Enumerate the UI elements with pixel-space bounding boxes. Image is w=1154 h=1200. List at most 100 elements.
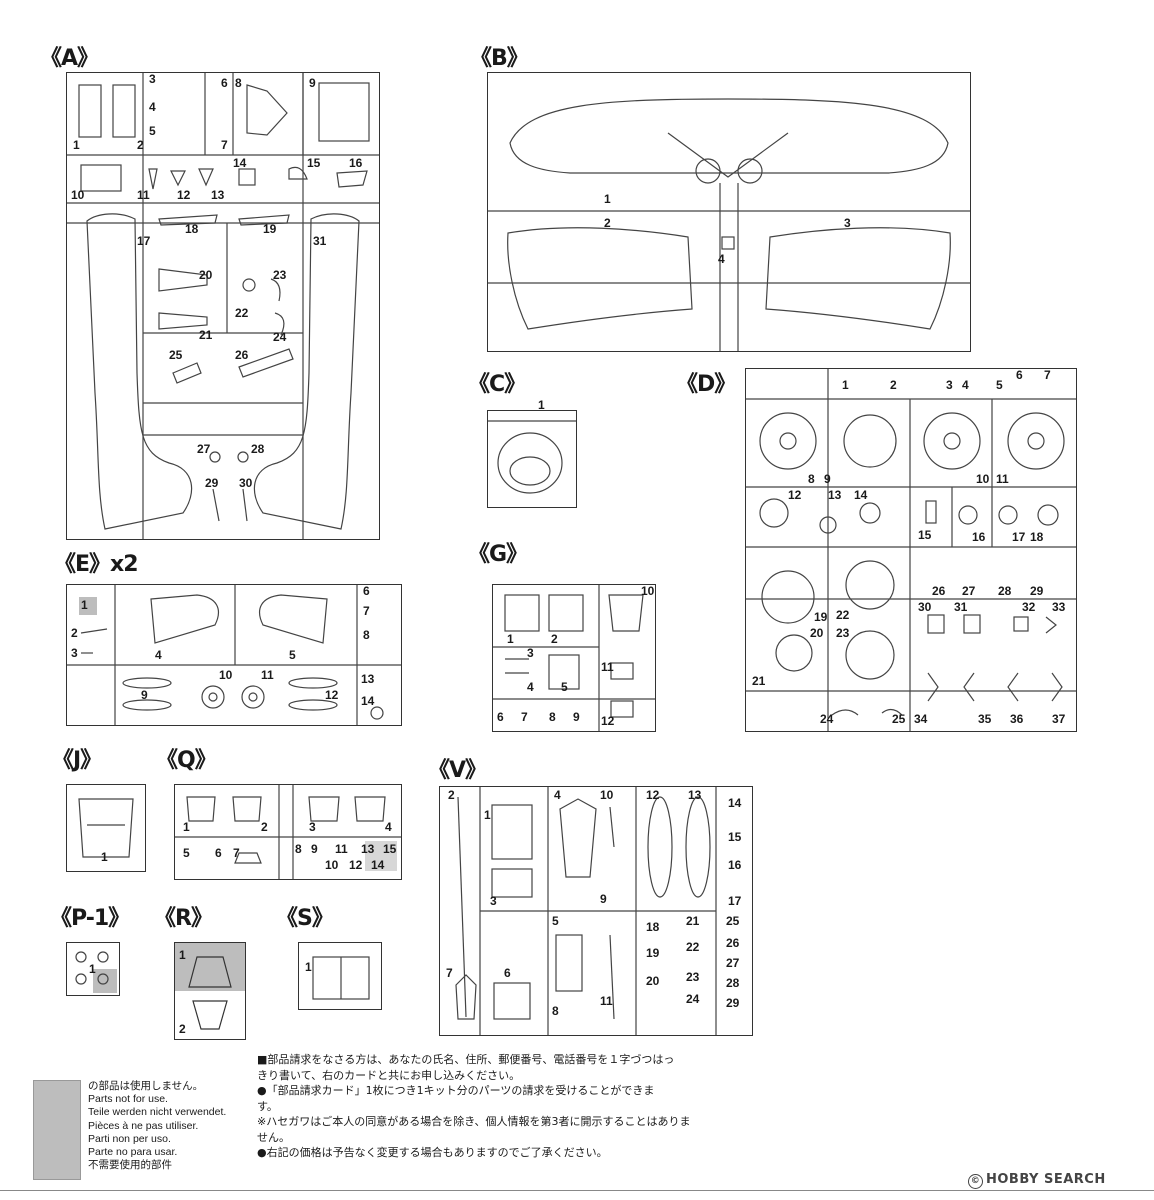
part-number: 2 — [604, 216, 611, 230]
legend-zh: 不需要使用的部件 — [88, 1159, 172, 1172]
section-title-s: 《S》 — [276, 906, 334, 931]
section-title-p1: 《P-1》 — [50, 906, 130, 931]
part-number: 13 — [211, 188, 225, 202]
part-number: 10 — [976, 472, 990, 486]
part-number: 23 — [686, 970, 700, 984]
part-number: 22 — [235, 306, 249, 320]
part-number: 8 — [295, 842, 302, 856]
part-number: 8 — [808, 472, 815, 486]
legend-it: Parti non per uso. — [88, 1132, 171, 1145]
part-number: 2 — [551, 632, 558, 646]
part-number: 11 — [137, 188, 150, 202]
part-number: 26 — [726, 936, 740, 950]
part-number: 12 — [325, 688, 339, 702]
note-line: せん。 — [257, 1130, 290, 1144]
part-number: 4 — [554, 788, 561, 802]
part-number: 2 — [71, 626, 78, 640]
part-number: 22 — [686, 940, 700, 954]
runner-v-drawing — [455, 787, 717, 1035]
part-number: 1 — [484, 808, 491, 822]
part-number: 14 — [371, 858, 385, 872]
part-number: 18 — [646, 920, 660, 934]
legend-fr: Pièces à ne pas utiliser. — [88, 1119, 199, 1132]
runner-p1: 1 — [66, 942, 120, 996]
part-number: 4 — [718, 252, 725, 266]
part-number: 3 — [309, 820, 316, 834]
runner-a: 1 2 3 4 5 6 7 8 9 10 11 12 13 14 15 16 1… — [66, 72, 380, 540]
part-number: 1 — [89, 962, 96, 976]
section-title-e: 《E》x2 — [54, 552, 139, 577]
part-number: 1 — [507, 632, 514, 646]
part-number: 6 — [1016, 368, 1023, 382]
runner-a-drawing — [67, 73, 379, 539]
part-number: 12 — [349, 858, 363, 872]
part-number: 17 — [728, 894, 742, 908]
part-number: 24 — [686, 992, 700, 1006]
section-title-c: 《C》 — [468, 372, 526, 397]
part-number: 1 — [183, 820, 190, 834]
runner-s: 1 — [298, 942, 382, 1010]
runner-p1-drawing — [75, 951, 109, 985]
part-number: 27 — [962, 584, 976, 598]
watermark-text: HOBBY SEARCH — [986, 1172, 1106, 1187]
part-number: 18 — [185, 222, 199, 236]
note-line: す。 — [257, 1099, 278, 1113]
part-number: 25 — [169, 348, 183, 362]
part-number: 9 — [309, 76, 316, 90]
part-number: 19 — [263, 222, 277, 236]
part-number: 14 — [854, 488, 868, 502]
part-number: 2 — [261, 820, 268, 834]
legend-de: Teile werden nicht verwendet. — [88, 1106, 227, 1119]
note-line: きり書いて、右のカードと共にお申し込みください。 — [257, 1068, 521, 1082]
runner-r-drawing — [188, 956, 232, 1030]
part-number: 3 — [490, 894, 497, 908]
section-title-b: 《B》 — [470, 46, 529, 71]
part-number: 9 — [141, 688, 148, 702]
part-number: 21 — [686, 914, 700, 928]
part-number: 13 — [828, 488, 842, 502]
part-number: 15 — [307, 156, 321, 170]
part-number: 11 — [600, 994, 613, 1008]
section-title-q: 《Q》 — [156, 748, 217, 773]
part-number: 34 — [914, 712, 928, 726]
runner-c-drawing — [488, 420, 576, 494]
part-number: 29 — [1030, 584, 1044, 598]
part-number: 9 — [600, 892, 607, 906]
part-number: 7 — [446, 966, 453, 980]
part-number: 4 — [385, 820, 392, 834]
section-title-g: 《G》 — [468, 542, 528, 567]
part-number: 14 — [233, 156, 247, 170]
part-number: 6 — [363, 584, 370, 598]
part-number: 23 — [273, 268, 287, 282]
runner-s-drawing — [312, 956, 370, 1000]
runner-v: 1 2 3 4 5 6 7 8 9 10 11 12 13 14 15 16 1… — [439, 786, 753, 1036]
section-title-v: 《V》 — [428, 758, 487, 783]
part-number: 7 — [233, 846, 240, 860]
section-title-r: 《R》 — [154, 906, 213, 931]
runner-q-drawing — [175, 785, 401, 879]
part-number: 3 — [71, 646, 78, 660]
part-number: 7 — [521, 710, 528, 724]
part-number: 3 — [149, 72, 156, 86]
runner-g: 1 2 3 4 5 6 7 8 9 10 11 12 — [492, 584, 656, 732]
runner-e-drawing — [67, 585, 401, 725]
part-number: 4 — [962, 378, 969, 392]
parts-request-notes: ■部品請求をなさる方は、あなたの氏名、住所、郵便番号、電話番号を１字づつはっ き… — [257, 1052, 757, 1161]
part-number: 20 — [646, 974, 660, 988]
part-number: 8 — [552, 1004, 559, 1018]
part-number: 30 — [239, 476, 253, 490]
part-number: 3 — [844, 216, 851, 230]
runner-j-drawing — [78, 798, 134, 858]
part-number: 9 — [824, 472, 831, 486]
unused-part-q15 — [365, 841, 397, 871]
part-number: 6 — [504, 966, 511, 980]
part-number: 8 — [549, 710, 556, 724]
part-number: 1 — [842, 378, 849, 392]
part-number: 20 — [810, 626, 824, 640]
section-title-j: 《J》 — [52, 748, 102, 773]
legend-es: Parte no para usar. — [88, 1146, 178, 1159]
part-number: 21 — [199, 328, 213, 342]
part-number: 16 — [728, 858, 742, 872]
part-number: 22 — [836, 608, 850, 622]
part-number: 12 — [788, 488, 802, 502]
